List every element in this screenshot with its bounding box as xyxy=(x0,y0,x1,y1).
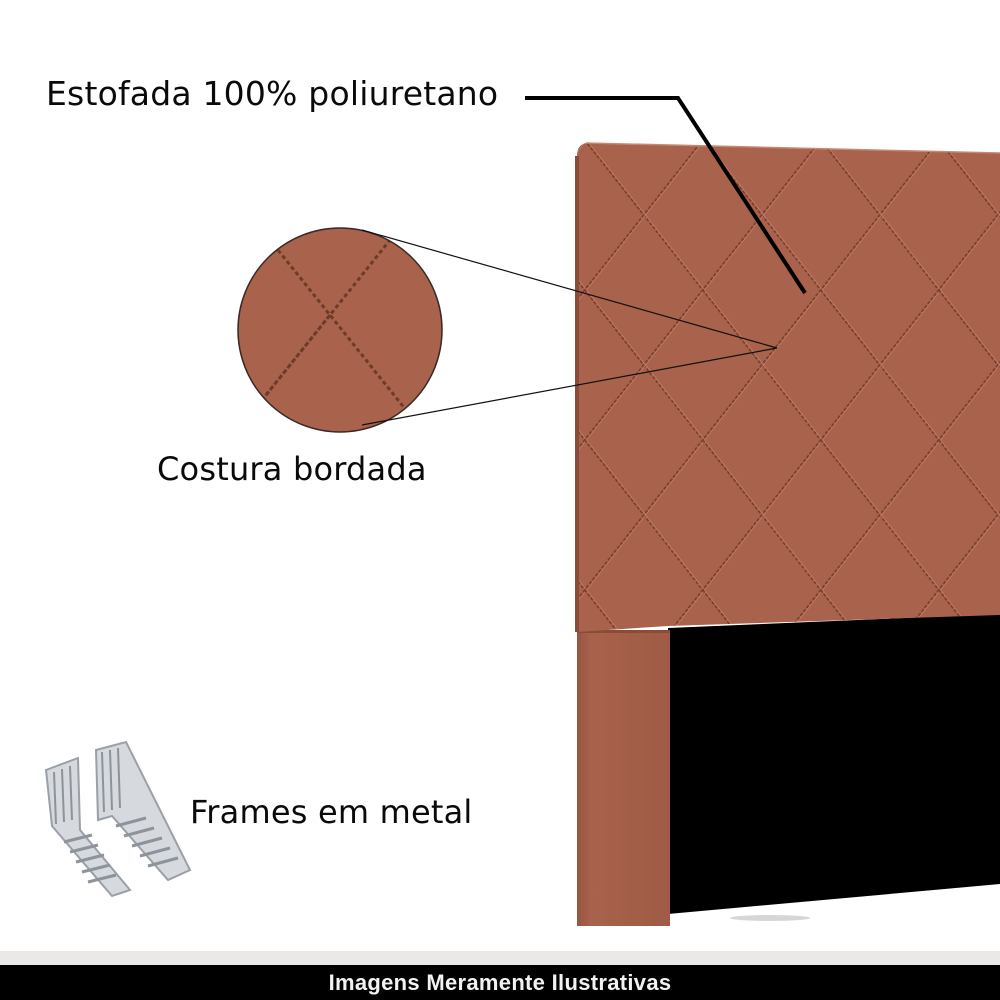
headboard-base xyxy=(668,614,1000,914)
headboard-quilted-panel xyxy=(577,143,1000,632)
stitch-detail-circle xyxy=(237,227,443,433)
stitch-leader-line-bottom xyxy=(361,347,778,426)
disclaimer-footer: Imagens Meramente Ilustrativas xyxy=(0,965,1000,1000)
gray-divider-band xyxy=(0,951,1000,965)
metal-bracket-icon xyxy=(44,740,192,898)
stitch-leader-line-top xyxy=(361,229,778,349)
stitching-callout-label: Costura bordada xyxy=(157,450,427,488)
headboard-left-leg xyxy=(577,630,670,926)
frames-callout-label: Frames em metal xyxy=(190,793,473,831)
disclaimer-text: Imagens Meramente Ilustrativas xyxy=(328,970,672,995)
upholstery-leader-line xyxy=(525,96,807,295)
upholstery-callout-label: Estofada 100% poliuretano xyxy=(46,74,499,113)
